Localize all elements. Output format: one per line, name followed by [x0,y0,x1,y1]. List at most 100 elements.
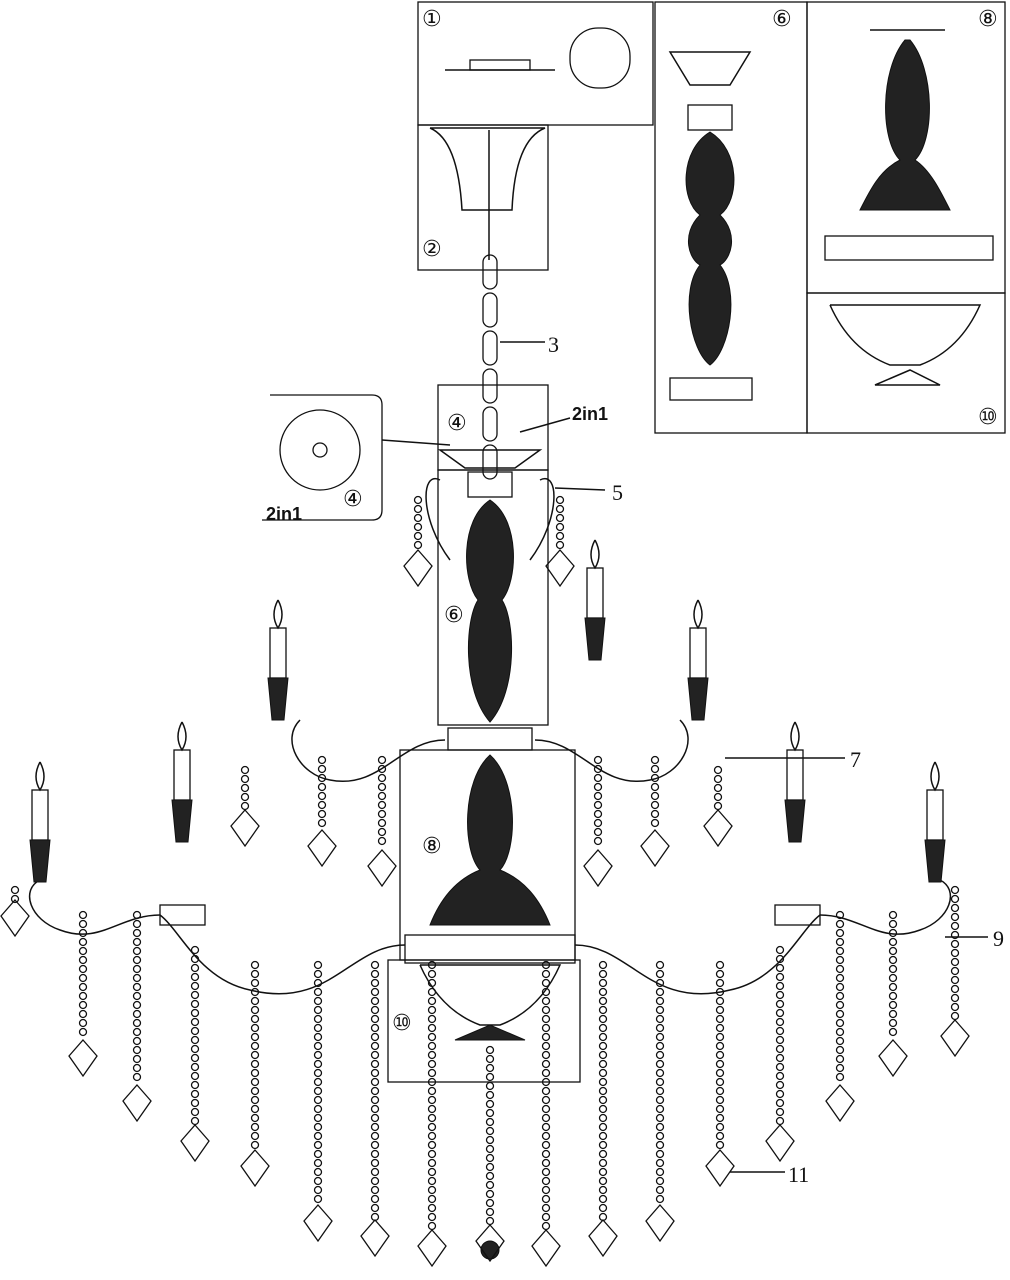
crystal-bead [370,987,380,997]
crystal-bead [541,1203,551,1213]
crystal-bead [250,996,260,1006]
crystal-bead [427,1014,437,1024]
crystal-bead [413,522,423,532]
crystal-drop [240,1149,270,1188]
crystal-bead [650,764,660,774]
crystal-bead [835,1072,845,1082]
crystal-bead [888,955,898,965]
crystal-bead [132,973,142,983]
crystal-bead [370,1086,380,1096]
crystal-bead [715,1140,725,1150]
crystal-bead [370,978,380,988]
crystal-bead [427,960,437,970]
crystal-drop [703,809,733,848]
crystal-bead [132,910,142,920]
crystal-bead [655,1041,665,1051]
crystal-bead [370,1140,380,1150]
crystal-bead [190,1053,200,1063]
arm [425,477,451,561]
crystal-bead [650,782,660,792]
crystal-bead [715,987,725,997]
arm [291,719,446,783]
crystal-bead [598,1158,608,1168]
crystal-bead [598,1059,608,1069]
crystal-bead [650,818,660,828]
crystal-bead [78,928,88,938]
crystal-bead [541,1050,551,1060]
crystal-bead [598,960,608,970]
crystal-bead [250,1140,260,1150]
crystal-bead [370,1158,380,1168]
crystal-bead [555,522,565,532]
crystal-bead [555,540,565,550]
crystal-bead [541,1167,551,1177]
crystal-bead [541,1185,551,1195]
crystal-bead [835,955,845,965]
crystal-bead [313,1113,323,1123]
crystal-bead [775,1008,785,1018]
crystal-bead [775,990,785,1000]
crystal-bead [835,964,845,974]
crystal-bead [775,1053,785,1063]
inset-ceiling-plate [262,394,451,521]
crystal-drop [878,1039,908,1078]
crystal-bead [190,1026,200,1036]
crystal-bead [370,1050,380,1060]
crystal-bead [313,996,323,1006]
crystal-bead [78,1009,88,1019]
crystal-bead [715,1113,725,1123]
crystal-bead [950,912,960,922]
crystal-bead [541,1086,551,1096]
crystal-drop [640,829,670,868]
crystal-bead [888,991,898,1001]
crystal-bead [250,1005,260,1015]
crystal-bead [190,954,200,964]
crystal-bead [78,973,88,983]
crystal-bead [775,999,785,1009]
crystal-bead [715,1122,725,1132]
crystal-bead [250,1095,260,1105]
flame-icon [177,721,187,752]
crystal-drop [403,549,433,588]
crystal-bead [835,937,845,947]
crystal-bead [427,1086,437,1096]
crystal-bead [950,885,960,895]
crystal-bead [313,1194,323,1204]
crystal-bead [655,1032,665,1042]
crystal-bead [132,937,142,947]
crystal-bead [950,948,960,958]
crystal-bead [377,755,387,765]
crystal-bead [190,972,200,982]
crystal-bead [427,1149,437,1159]
crystal-bead [370,969,380,979]
label-part-1: ① [422,7,442,32]
crystal-bead [240,774,250,784]
crystal-bead [541,1212,551,1222]
crystal-drop [825,1084,855,1123]
crystal-bead [593,773,603,783]
crystal-bead [78,910,88,920]
candle [926,789,944,841]
crystal-bead [250,1113,260,1123]
crystal-bead [541,1077,551,1087]
candle [586,567,604,619]
crystal-bead [541,1158,551,1168]
crystal-bead [132,1054,142,1064]
crystal-bead [713,801,723,811]
crystal-bead [541,960,551,970]
crystal-bead [413,531,423,541]
crystal-bead [541,1023,551,1033]
crystal-bead [313,1005,323,1015]
chain [482,254,498,480]
crystal-bead [370,1194,380,1204]
crystal-bead [370,960,380,970]
label-2in1: 2in1 [572,404,608,424]
crystal-bead [427,1194,437,1204]
label-part-4: ④ [447,411,467,436]
crystal-bead [413,495,423,505]
crystal-bead [377,791,387,801]
crystal-bead [715,1050,725,1060]
crystal-bead [888,919,898,929]
candles [29,539,946,883]
crystal-bead [313,1176,323,1186]
